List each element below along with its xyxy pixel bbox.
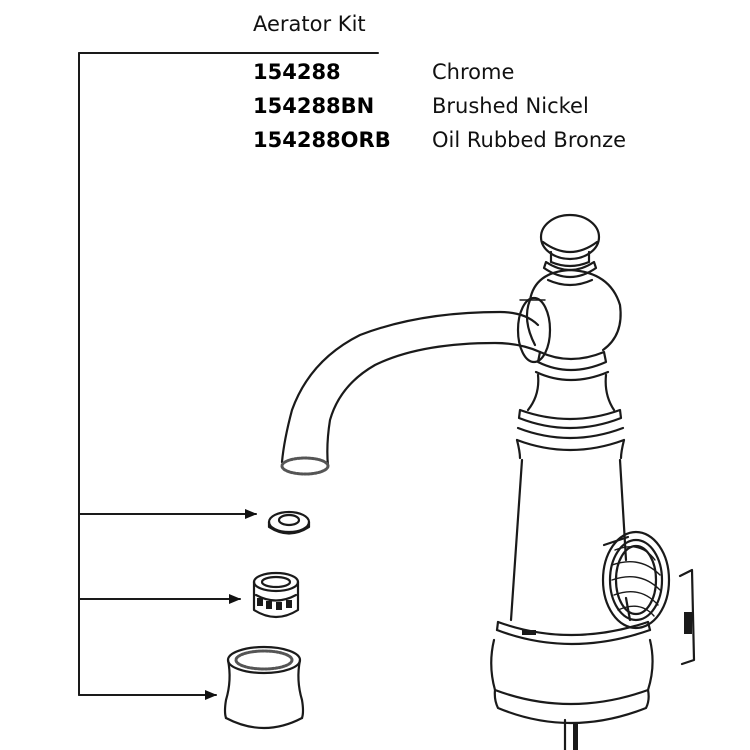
- side-port: [601, 530, 696, 666]
- part-number: 154288: [253, 60, 341, 84]
- finish-label: Chrome: [432, 60, 515, 84]
- part-number: 154288ORB: [253, 128, 391, 152]
- kit-title: Aerator Kit: [253, 12, 366, 36]
- callout-bracket: [78, 52, 379, 700]
- spout: [280, 296, 552, 476]
- finish-label: Oil Rubbed Bronze: [432, 128, 627, 152]
- part-number: 154288BN: [253, 94, 375, 118]
- supply-line: [563, 718, 578, 750]
- finish-label: Brushed Nickel: [432, 94, 589, 118]
- aerator-insert: [252, 571, 300, 619]
- faucet-body: [490, 213, 654, 725]
- aerator-housing: [223, 645, 305, 730]
- washer: [267, 510, 311, 535]
